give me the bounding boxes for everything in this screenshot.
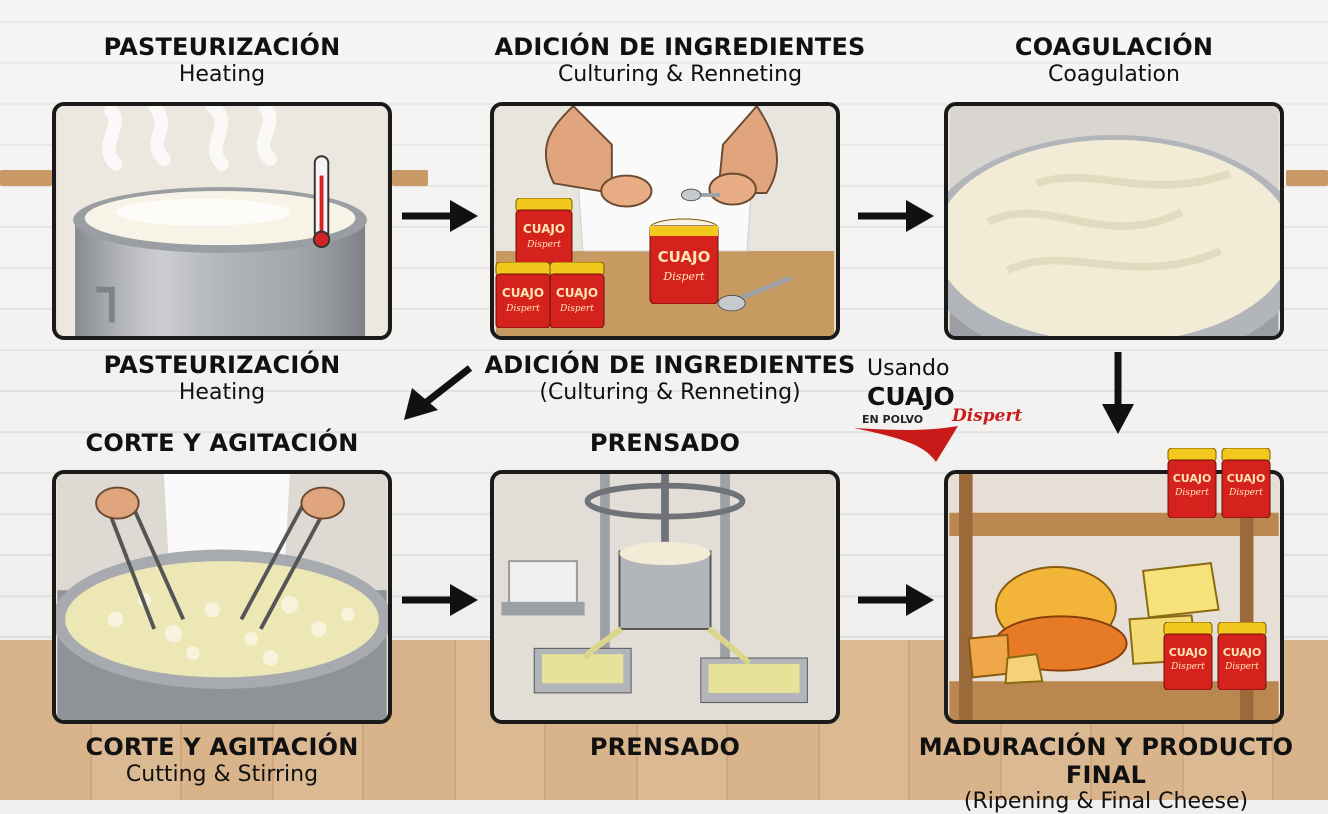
rennet-jar: CUAJO Dispert bbox=[1220, 447, 1272, 522]
jar-brand: Dispert bbox=[527, 240, 561, 250]
step-4-title: CORTE Y AGITACIÓN bbox=[85, 429, 359, 457]
jar-label: CUAJO bbox=[657, 248, 711, 266]
rennet-jar: CUAJO Dispert bbox=[494, 261, 552, 332]
jar-brand: Dispert bbox=[506, 304, 540, 314]
arrow-right-icon bbox=[402, 200, 478, 232]
cheese-press-illustration bbox=[495, 474, 835, 720]
jar-brand: Dispert bbox=[560, 304, 594, 314]
rennet-jar-open: CUAJO Dispert bbox=[648, 218, 720, 308]
rennet-jar: CUAJO Dispert bbox=[1162, 621, 1214, 694]
cuajo-jar-icon bbox=[1163, 621, 1213, 691]
panel-coagulation bbox=[944, 102, 1284, 340]
cuajo-jar-icon bbox=[649, 218, 719, 305]
arrow-down-icon bbox=[1102, 352, 1134, 434]
rennet-jar: CUAJO Dispert bbox=[514, 197, 574, 268]
jar-label: CUAJO bbox=[522, 222, 566, 236]
arrow-right-icon bbox=[858, 584, 934, 616]
callout-brand: Dispert bbox=[952, 406, 1023, 426]
jar-brand: Dispert bbox=[1175, 488, 1209, 498]
wall-shelf-left bbox=[0, 170, 52, 186]
caption-cutting-title: CORTE Y AGITACIÓN bbox=[85, 733, 359, 761]
rennet-jar: CUAJO Dispert bbox=[548, 261, 606, 332]
jar-brand: Dispert bbox=[1229, 488, 1263, 498]
step-5-title: PRENSADO bbox=[589, 429, 741, 457]
callout-product: CUAJO bbox=[867, 382, 955, 411]
coagulated-milk-illustration bbox=[948, 106, 1280, 336]
cuajo-jar-icon bbox=[1217, 621, 1267, 691]
jar-label: CUAJO bbox=[1168, 646, 1208, 659]
caption-ripening-subtitle: (Ripening & Final Cheese) bbox=[963, 789, 1249, 814]
step-3-heading: COAGULACIÓN Coagulation bbox=[944, 33, 1284, 87]
step-1-heading: PASTEURIZACIÓN Heating bbox=[52, 33, 392, 87]
jar-label: CUAJO bbox=[1222, 646, 1262, 659]
caption-adding-ingredients-subtitle: (Culturing & Renneting) bbox=[539, 379, 801, 405]
arrow-right-icon bbox=[858, 200, 934, 232]
cuajo-callout: Usando CUAJO EN POLVO Dispert bbox=[852, 356, 1032, 466]
jar-label: CUAJO bbox=[1226, 472, 1266, 485]
panel-pasteurization bbox=[52, 102, 392, 340]
rennet-jar: CUAJO Dispert bbox=[1216, 621, 1268, 694]
caption-pressing-title: PRENSADO bbox=[589, 733, 741, 761]
step-3-title: COAGULACIÓN bbox=[1014, 33, 1214, 61]
step-1-title: PASTEURIZACIÓN bbox=[103, 33, 341, 61]
caption-pasteurization-subtitle: Heating bbox=[178, 379, 266, 405]
step-5-heading: PRENSADO bbox=[490, 429, 840, 458]
caption-pressing: PRENSADO bbox=[490, 733, 840, 762]
jar-brand: Dispert bbox=[1171, 662, 1205, 672]
step-2-heading: ADICIÓN DE INGREDIENTES Culturing & Renn… bbox=[460, 33, 900, 87]
wall-shelf-middle bbox=[392, 170, 428, 186]
caption-pasteurization-title: PASTEURIZACIÓN bbox=[103, 351, 341, 379]
cuajo-jar-icon bbox=[495, 261, 551, 329]
caption-cutting-subtitle: Cutting & Stirring bbox=[125, 761, 319, 787]
panel-pressing bbox=[490, 470, 840, 724]
step-1-subtitle: Heating bbox=[178, 61, 266, 87]
cuajo-jar-icon bbox=[549, 261, 605, 329]
step-2-subtitle: Culturing & Renneting bbox=[557, 61, 803, 87]
caption-adding-ingredients: ADICIÓN DE INGREDIENTES (Culturing & Ren… bbox=[474, 351, 866, 405]
cuajo-jar-icon bbox=[1221, 447, 1271, 519]
wall-shelf-right bbox=[1286, 170, 1328, 186]
caption-ripening-title: MADURACIÓN Y PRODUCTO FINAL bbox=[918, 733, 1294, 789]
panel-cutting-stirring bbox=[52, 470, 392, 724]
cuajo-jar-icon bbox=[515, 197, 573, 265]
caption-adding-ingredients-title: ADICIÓN DE INGREDIENTES bbox=[484, 351, 856, 379]
heating-pot-illustration bbox=[57, 106, 387, 336]
step-3-subtitle: Coagulation bbox=[1048, 61, 1180, 87]
caption-pasteurization: PASTEURIZACIÓN Heating bbox=[52, 351, 392, 405]
jar-label: CUAJO bbox=[1172, 472, 1212, 485]
rennet-jar: CUAJO Dispert bbox=[1166, 447, 1218, 522]
jar-brand: Dispert bbox=[663, 270, 705, 283]
jar-brand: Dispert bbox=[1225, 662, 1259, 672]
jar-label: CUAJO bbox=[555, 286, 599, 300]
caption-cutting-stirring: CORTE Y AGITACIÓN Cutting & Stirring bbox=[52, 733, 392, 787]
cuajo-jar-icon bbox=[1167, 447, 1217, 519]
cutting-curd-illustration bbox=[56, 474, 388, 720]
arrow-right-icon bbox=[402, 584, 478, 616]
brand-swoosh-icon bbox=[854, 426, 958, 462]
callout-using: Usando bbox=[867, 356, 950, 381]
step-4-heading: CORTE Y AGITACIÓN bbox=[52, 429, 392, 458]
arrow-down-left-icon bbox=[404, 365, 473, 420]
jar-label: CUAJO bbox=[501, 286, 545, 300]
caption-ripening: MADURACIÓN Y PRODUCTO FINAL (Ripening & … bbox=[884, 733, 1328, 814]
callout-form: EN POLVO bbox=[862, 413, 924, 426]
step-2-title: ADICIÓN DE INGREDIENTES bbox=[494, 33, 866, 61]
